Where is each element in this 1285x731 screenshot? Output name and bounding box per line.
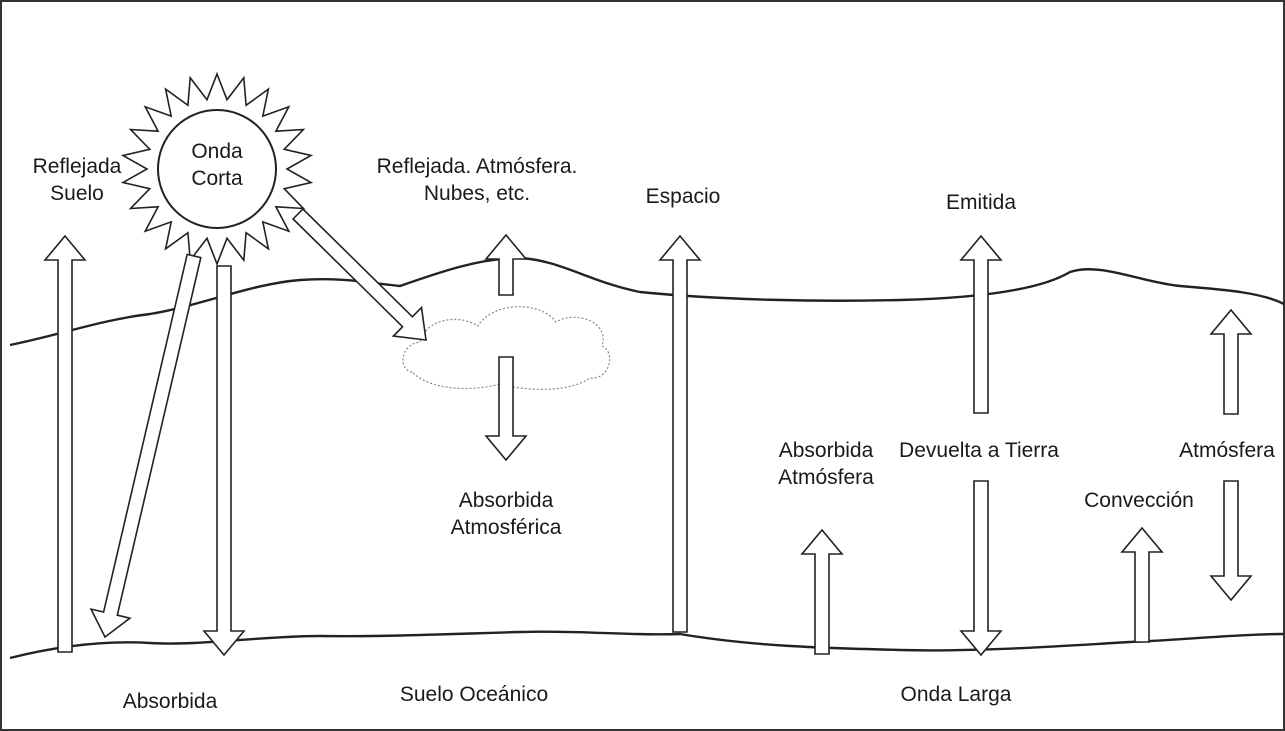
label-suelo-oceanico: Suelo Oceánico (399, 683, 549, 706)
label-absorbida: Absorbida (122, 690, 218, 713)
arrow-absorbida-atmosfera (800, 528, 844, 655)
arrow-atmosfera-up (1209, 308, 1253, 415)
label-reflejada-atmosfera: Reflejada. Atmósfera.Nubes, etc. (376, 155, 578, 205)
label-conveccion: Convección (1084, 489, 1194, 512)
arrow-absorbida-vertical (202, 265, 246, 657)
label-atmosfera: Atmósfera (1179, 439, 1275, 462)
arrow-reflejada-atmosfera (484, 233, 528, 296)
label-devuelta-tierra: Devuelta a Tierra (899, 439, 1059, 462)
arrow-to-cloud (291, 207, 427, 341)
cloud-shape (402, 306, 611, 390)
ground-line (9, 630, 1285, 660)
arrow-emitida (959, 234, 1003, 414)
label-espacio: Espacio (645, 185, 721, 208)
atmosphere-boundary-line (9, 256, 1285, 347)
arrow-conveccion (1120, 526, 1164, 643)
arrow-absorbida-atmosferica (484, 356, 528, 462)
arrow-devuelta-tierra (959, 480, 1003, 657)
sun-icon (120, 71, 314, 267)
label-emitida: Emitida (945, 191, 1017, 214)
arrow-espacio (658, 234, 702, 633)
arrow-atmosfera-down (1209, 480, 1253, 602)
arrow-reflejada-suelo (43, 234, 87, 653)
label-onda-larga: Onda Larga (900, 683, 1012, 706)
arrow-absorbida-diagonal (89, 253, 202, 639)
